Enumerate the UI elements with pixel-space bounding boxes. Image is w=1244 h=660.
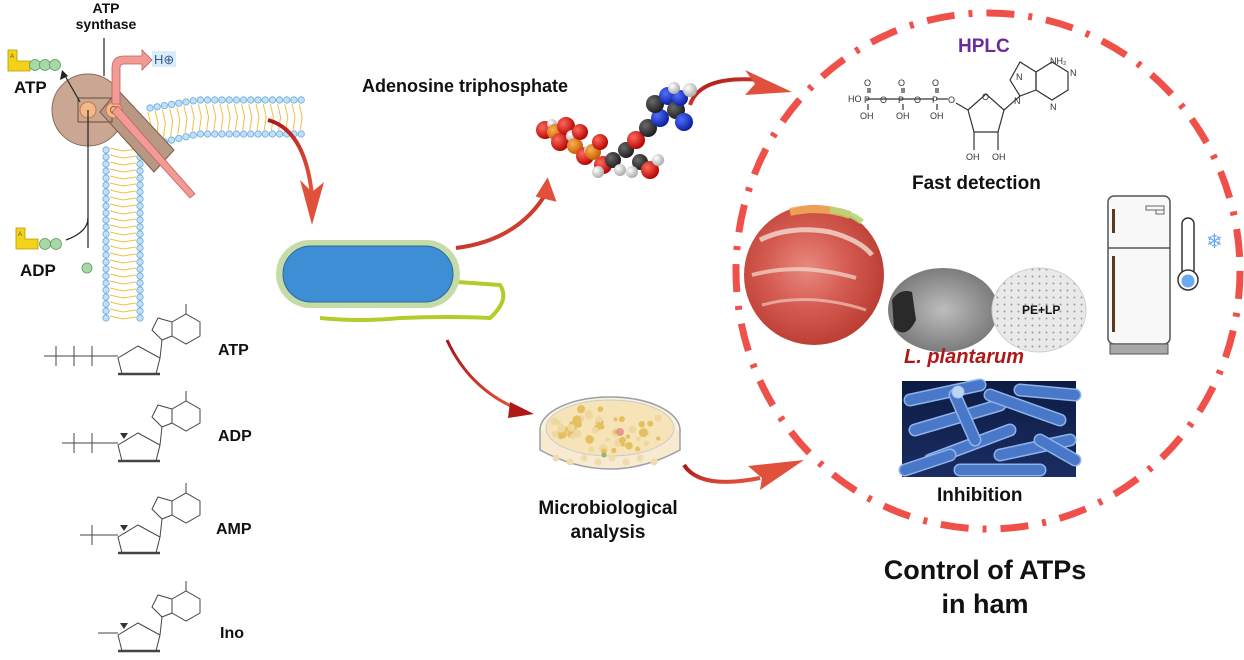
lipid-bilayer-vertical [102, 146, 144, 322]
adenosine-triphosphate-title: Adenosine triphosphate [362, 76, 569, 96]
proton-badge [152, 51, 176, 67]
svg-text:HO: HO [848, 94, 862, 104]
pathway-label-amp: AMP [216, 521, 252, 538]
adp-input-arrow [65, 217, 89, 241]
thermometer-icon [1177, 217, 1199, 291]
conclusion-title: Control of ATPs in ham [850, 553, 1120, 621]
svg-text:O: O [864, 78, 871, 88]
phosphate-icon [81, 262, 93, 274]
svg-text:OH: OH [966, 152, 980, 162]
svg-text:O: O [948, 95, 955, 105]
ham-photo [744, 205, 884, 345]
fast-detection-label: Fast detection [912, 173, 1041, 194]
arrow-atp-to-control [688, 77, 761, 106]
pathway-structure-amp [80, 483, 201, 555]
svg-text:N: N [1016, 72, 1023, 82]
atp-synthase-label-line1: ATP [92, 0, 120, 16]
svg-text:O: O [932, 78, 939, 88]
svg-text:O: O [898, 78, 905, 88]
microbiological-analysis-label: Microbiological analysis [508, 497, 708, 545]
membrane-panel: H⊕ A A [7, 38, 305, 322]
petri-dish-icon [539, 396, 681, 470]
atp-synthase-label: ATP synthase [60, 0, 152, 32]
flagellum [319, 280, 506, 322]
l-plantarum-label: L. plantarum [904, 346, 1025, 368]
hplc-label: HPLC [958, 36, 1010, 57]
atp-label: ATP [14, 78, 47, 97]
pathway-structure-atp [44, 304, 201, 376]
svg-text:P: P [932, 95, 938, 105]
arrow-culture-to-control [682, 463, 761, 484]
proton-label: H⊕ [154, 52, 174, 67]
svg-text:O: O [914, 95, 921, 105]
sem-film-image [888, 267, 1087, 353]
refrigerator-icon [1107, 195, 1171, 355]
bacterium-icon [276, 240, 506, 322]
svg-text:A: A [18, 232, 22, 238]
flow-arrows [267, 70, 804, 490]
svg-text:N: N [1014, 96, 1021, 106]
svg-text:OH: OH [930, 111, 944, 121]
atp-space-filling-model [536, 82, 697, 179]
control-dashed-circle [732, 9, 1244, 533]
atp-output-arrow [63, 73, 81, 103]
bacteria-micrograph [898, 378, 1082, 477]
svg-text:OH: OH [992, 152, 1006, 162]
pathway-structure-ino [98, 581, 201, 653]
micro-label-line2: analysis [570, 522, 646, 543]
pathway-label-adp: ADP [218, 428, 252, 445]
svg-text:N: N [1050, 102, 1057, 112]
atp-synthase-label-line2: synthase [75, 16, 137, 32]
nh2-label: NH₂ [1050, 56, 1067, 66]
micro-label-line1: Microbiological [538, 498, 678, 519]
conclusion-line2: in ham [941, 589, 1029, 619]
atp-synthase-icon [51, 49, 196, 199]
arrow-bacterium-to-culture [445, 339, 521, 412]
svg-text:OH: OH [896, 111, 910, 121]
atp-structural-formula [866, 61, 1069, 150]
snowflake-icon: ❄ [1206, 231, 1223, 253]
lipid-bilayer-horizontal [146, 96, 305, 149]
svg-text:N: N [1070, 68, 1077, 78]
pathway-structure-adp [62, 391, 201, 463]
adp-label: ADP [20, 261, 56, 280]
svg-text:OH: OH [860, 111, 874, 121]
svg-text:O: O [982, 92, 989, 102]
pe-lp-film-label: PE+LP [1022, 303, 1061, 317]
degradation-pathway [44, 304, 201, 653]
atp-molecule-icon: A [7, 49, 61, 72]
pathway-label-ino: Ino [220, 625, 244, 642]
conclusion-line1: Control of ATPs [883, 555, 1087, 585]
arrow-membrane-to-bacterium [267, 118, 314, 196]
inhibition-label: Inhibition [937, 485, 1023, 506]
arrow-bacterium-to-atp [455, 189, 550, 250]
svg-text:P: P [898, 95, 904, 105]
pathway-label-atp: ATP [218, 342, 249, 359]
svg-text:A: A [10, 54, 14, 60]
svg-text:O: O [880, 95, 887, 105]
adp-molecule-icon: A [15, 227, 62, 250]
svg-text:P: P [864, 95, 870, 105]
